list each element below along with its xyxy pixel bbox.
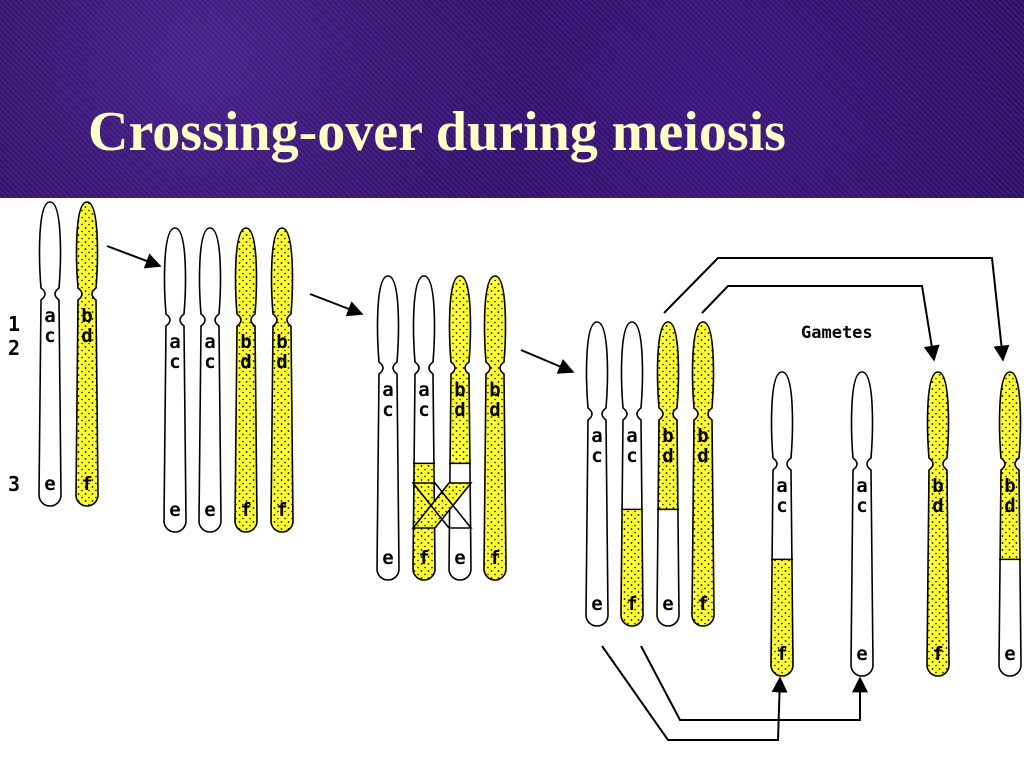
stage-3-chromatid-2: ac f (412, 275, 436, 581)
locus-label: c (776, 495, 787, 517)
stage-4-chromatid-4: bd f (691, 321, 715, 627)
chromosome-layer: acebdfaceacebdfbdfaceacfbdebdfaceacfbdeb… (38, 201, 1022, 677)
locus-label: f (776, 643, 787, 665)
gamete-2: ac e (850, 371, 874, 677)
locus-label: e (662, 593, 673, 615)
locus-label: a (856, 475, 867, 497)
gamete-1: ac f (770, 371, 794, 677)
locus-label: d (697, 445, 708, 467)
locus-label: e (1004, 643, 1015, 665)
locus-label: f (489, 547, 500, 569)
stage-4-chromatid-3: bd e (656, 321, 680, 627)
crossover-chiasma (411, 482, 473, 529)
locus-label: c (44, 325, 55, 347)
route-to-gamete-4 (663, 257, 1010, 362)
stage-2-chromatid-4: bd f (270, 227, 294, 533)
gamete-routes (601, 257, 1010, 741)
locus-label: b (240, 331, 251, 353)
route-to-gamete-2 (640, 645, 868, 721)
locus-label: b (276, 331, 287, 353)
locus-label: f (418, 547, 429, 569)
locus-label: a (169, 331, 180, 353)
locus-label: b (697, 425, 708, 447)
row-label-2: 2 (8, 336, 20, 360)
locus-label: c (204, 351, 215, 373)
stage-2-chromatid-3: bd f (234, 227, 258, 533)
locus-label: b (1004, 475, 1015, 497)
stage-2-chromatid-1: ac e (163, 227, 187, 533)
stage-4-chromatid-2: ac f (620, 321, 644, 627)
arrow-stage-2-to-3 (309, 293, 364, 317)
locus-label: e (856, 643, 867, 665)
gametes-label: Gametes (801, 323, 873, 343)
row-labels: 1 2 3 (8, 312, 20, 496)
locus-label: d (662, 445, 673, 467)
gamete-4: bd e (998, 371, 1022, 677)
route-to-gamete-3 (701, 285, 940, 362)
locus-label: c (418, 399, 429, 421)
locus-label: d (276, 351, 287, 373)
stage-arrows (106, 245, 575, 374)
locus-label: a (204, 331, 215, 353)
arrow-stage-3-to-4 (520, 349, 575, 374)
locus-label: e (204, 499, 215, 521)
page-title: Crossing-over during meiosis (88, 101, 786, 163)
locus-label: d (454, 399, 465, 421)
locus-label: e (591, 593, 602, 615)
locus-label: b (454, 379, 465, 401)
stage-3-chromatid-4: bd f (483, 275, 507, 581)
locus-label: a (44, 305, 55, 327)
stage-3-chromatid-1: ac e (376, 275, 400, 581)
stage-3-chromatid-3: bd e (448, 275, 472, 581)
stage-1-chromatid-2: bd f (75, 201, 99, 507)
locus-label: f (697, 593, 708, 615)
locus-label: b (81, 305, 92, 327)
arrow-stage-1-to-2 (106, 245, 162, 269)
locus-label: b (662, 425, 673, 447)
row-label-3: 3 (8, 472, 20, 496)
locus-label: a (591, 425, 602, 447)
locus-label: a (626, 425, 637, 447)
locus-label: e (169, 499, 180, 521)
locus-label: b (489, 379, 500, 401)
locus-label: d (932, 495, 943, 517)
locus-label: c (169, 351, 180, 373)
locus-label: f (932, 643, 943, 665)
locus-label: a (418, 379, 429, 401)
locus-label: d (489, 399, 500, 421)
locus-label: f (276, 499, 287, 521)
stage-2-chromatid-2: ac e (198, 227, 222, 533)
locus-label: f (626, 593, 637, 615)
locus-label: d (240, 351, 251, 373)
locus-label: e (454, 547, 465, 569)
locus-label: e (382, 547, 393, 569)
title-banner: Crossing-over during meiosis (0, 0, 1024, 198)
locus-label: d (1004, 495, 1015, 517)
locus-label: b (932, 475, 943, 497)
locus-label: c (856, 495, 867, 517)
row-label-1: 1 (8, 312, 20, 336)
gamete-3: bd f (926, 371, 950, 677)
locus-label: c (591, 445, 602, 467)
locus-label: a (776, 475, 787, 497)
stage-1-chromatid-1: ac e (38, 201, 62, 507)
locus-label: f (81, 473, 92, 495)
locus-label: a (382, 379, 393, 401)
locus-label: f (240, 499, 251, 521)
route-to-gamete-1 (601, 645, 788, 741)
locus-label: c (382, 399, 393, 421)
crossing-over-diagram: 1 2 3 Gametes acebdfaceacebdfbdfaceacfbd… (8, 201, 1022, 741)
locus-label: c (626, 445, 637, 467)
locus-label: d (81, 325, 92, 347)
locus-label: e (44, 473, 55, 495)
stage-4-chromatid-1: ac e (585, 321, 609, 627)
